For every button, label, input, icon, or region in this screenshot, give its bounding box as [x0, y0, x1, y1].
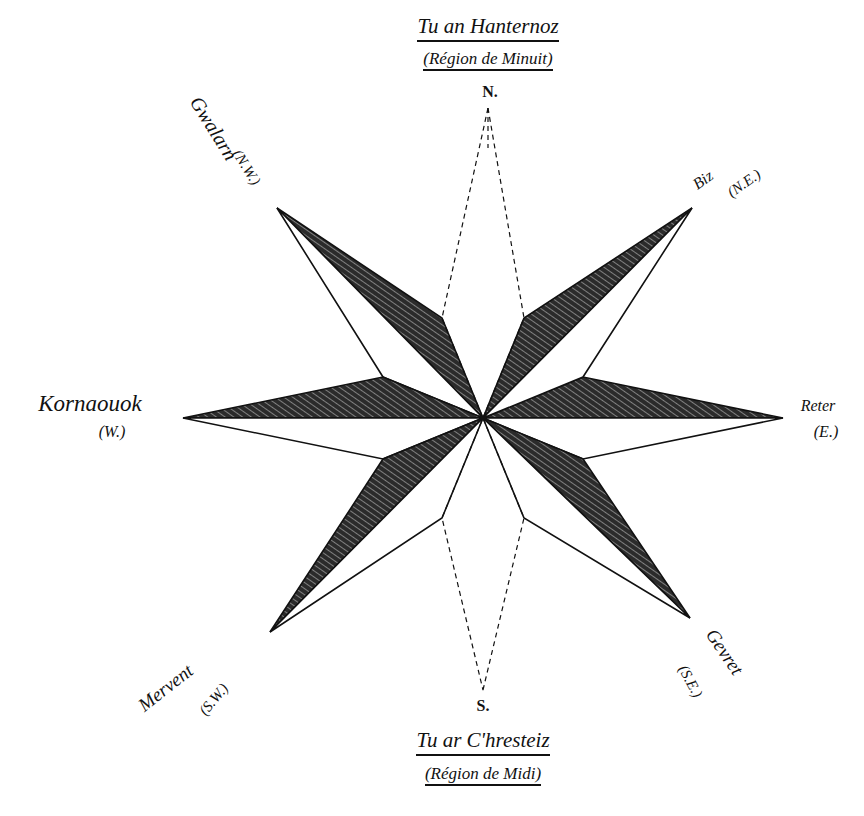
direction-label: Kornaouok [38, 391, 142, 417]
dashed-rays [442, 108, 524, 690]
direction-label: S. [477, 697, 490, 715]
direction-label: Biz [689, 167, 716, 194]
direction-label: Mervent [134, 660, 197, 716]
north-ray [442, 108, 524, 418]
shaded-ray-half [483, 418, 690, 618]
direction-label: N. [482, 83, 498, 101]
direction-label: Tu ar C'hresteiz [416, 728, 549, 755]
white-ray-half [483, 418, 690, 618]
direction-label: (Région de Minuit) [423, 49, 552, 72]
center-dot [481, 416, 486, 421]
direction-label: Reter [801, 397, 836, 415]
shaded-ray-half [183, 377, 483, 418]
south-ray [442, 418, 524, 690]
white-ray-half [483, 208, 692, 418]
direction-label: Gevret [701, 625, 748, 679]
direction-label: (S.W.) [196, 681, 232, 720]
white-ray-half [270, 418, 483, 632]
star-rays [183, 208, 783, 632]
north-ray-axis [487, 108, 488, 148]
shaded-ray-half [270, 418, 483, 632]
direction-label: (N.W.) [228, 147, 263, 189]
direction-label: (W.) [99, 423, 126, 441]
direction-label: (Région de Midi) [425, 764, 541, 787]
direction-label: (E.) [814, 423, 838, 441]
direction-label: Tu an Hanternoz [417, 14, 558, 41]
direction-label: (N.E.) [724, 166, 764, 201]
shaded-ray-half [483, 208, 692, 418]
direction-label: (S.E.) [674, 663, 705, 701]
